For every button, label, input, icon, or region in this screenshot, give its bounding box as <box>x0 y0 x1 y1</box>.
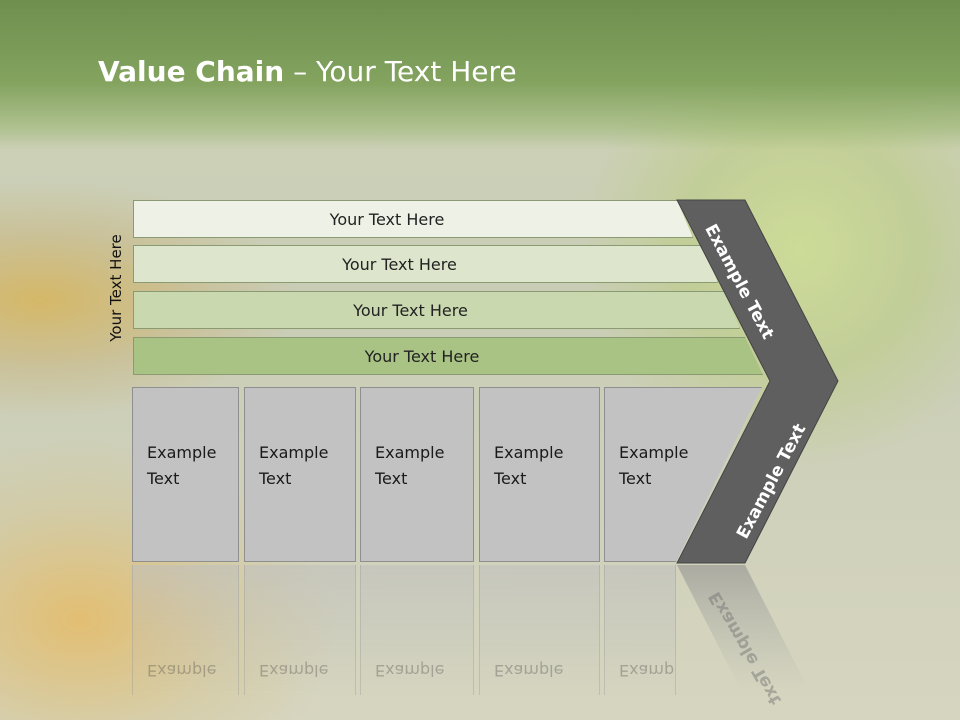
column-3-line2: Text <box>375 469 408 488</box>
band-2: Your Text Here <box>133 245 718 283</box>
chevron-shape <box>676 199 839 564</box>
column-2: Example Text <box>244 387 356 562</box>
column-3-line1: Example <box>375 443 445 462</box>
column-5-line2: Text <box>619 469 652 488</box>
band-3-label: Your Text Here <box>353 300 468 320</box>
column-3-reflection: Example <box>360 565 474 695</box>
band-1: Your Text Here <box>133 200 693 238</box>
column-1-line2: Text <box>147 469 180 488</box>
band-4: Your Text Here <box>133 337 763 375</box>
column-1-reflection: Example <box>132 565 239 695</box>
band-3: Your Text Here <box>133 291 740 329</box>
column-3: Example Text <box>360 387 474 562</box>
column-1-line1: Example <box>147 443 217 462</box>
column-4: Example Text <box>479 387 600 562</box>
column-2-reflection: Example <box>244 565 356 695</box>
band-1-label: Your Text Here <box>329 209 445 229</box>
column-5-line1: Example <box>619 443 689 462</box>
column-5-reflection: Example <box>604 565 676 695</box>
chevron-reflection <box>677 565 810 692</box>
slide-title: Value Chain – Your Text Here <box>98 55 517 88</box>
band-4-label: Your Text Here <box>364 346 480 366</box>
column-2-line1: Example <box>259 443 329 462</box>
column-4-line2: Text <box>494 469 527 488</box>
band-2-label: Your Text Here <box>342 254 457 274</box>
column-4-line1: Example <box>494 443 564 462</box>
column-4-reflection: Example <box>479 565 600 695</box>
column-2-line2: Text <box>259 469 292 488</box>
column-1: Example Text <box>132 387 239 562</box>
title-bar <box>0 0 960 150</box>
